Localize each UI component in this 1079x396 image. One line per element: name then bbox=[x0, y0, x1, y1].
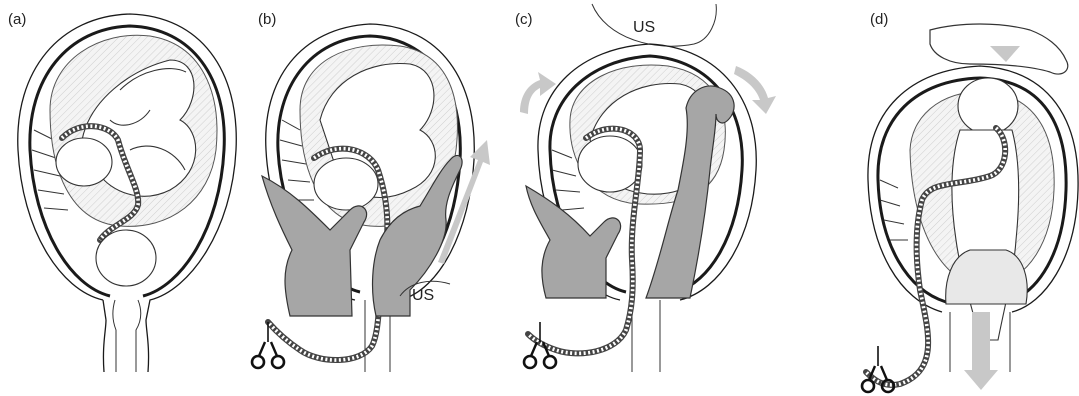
panel-a-presenting-head bbox=[96, 230, 156, 286]
panel-b-label: (b) bbox=[258, 11, 276, 28]
panel-a: (a) bbox=[8, 11, 236, 372]
panel-a-label: (a) bbox=[8, 11, 26, 28]
panel-c-us-label: US bbox=[633, 19, 655, 36]
panel-c-left-hand-icon bbox=[526, 186, 621, 298]
panel-c-rotate-right-arrow-icon bbox=[734, 66, 776, 114]
panel-b: (b) US bbox=[252, 11, 490, 372]
panel-c-rotate-left-arrow-icon bbox=[520, 72, 556, 114]
panel-d-label: (d) bbox=[870, 11, 888, 28]
panel-c-cervix bbox=[632, 300, 660, 372]
panel-b-fetus-head bbox=[314, 158, 378, 210]
panel-b-us-label: US bbox=[412, 287, 434, 304]
panel-d-fetus-head bbox=[958, 78, 1018, 134]
panel-d-breech-part bbox=[946, 250, 1027, 304]
panel-c: (c) US bbox=[515, 4, 776, 372]
panel-b-clamp-icon bbox=[252, 322, 284, 368]
panel-c-label: (c) bbox=[515, 11, 533, 28]
panel-c-fetus-head bbox=[578, 136, 642, 192]
panel-a-fetus-head bbox=[56, 138, 112, 186]
panel-d: (d) bbox=[862, 11, 1078, 392]
panel-a-cervix bbox=[113, 300, 141, 372]
panel-d-fetus-body bbox=[952, 130, 1019, 340]
